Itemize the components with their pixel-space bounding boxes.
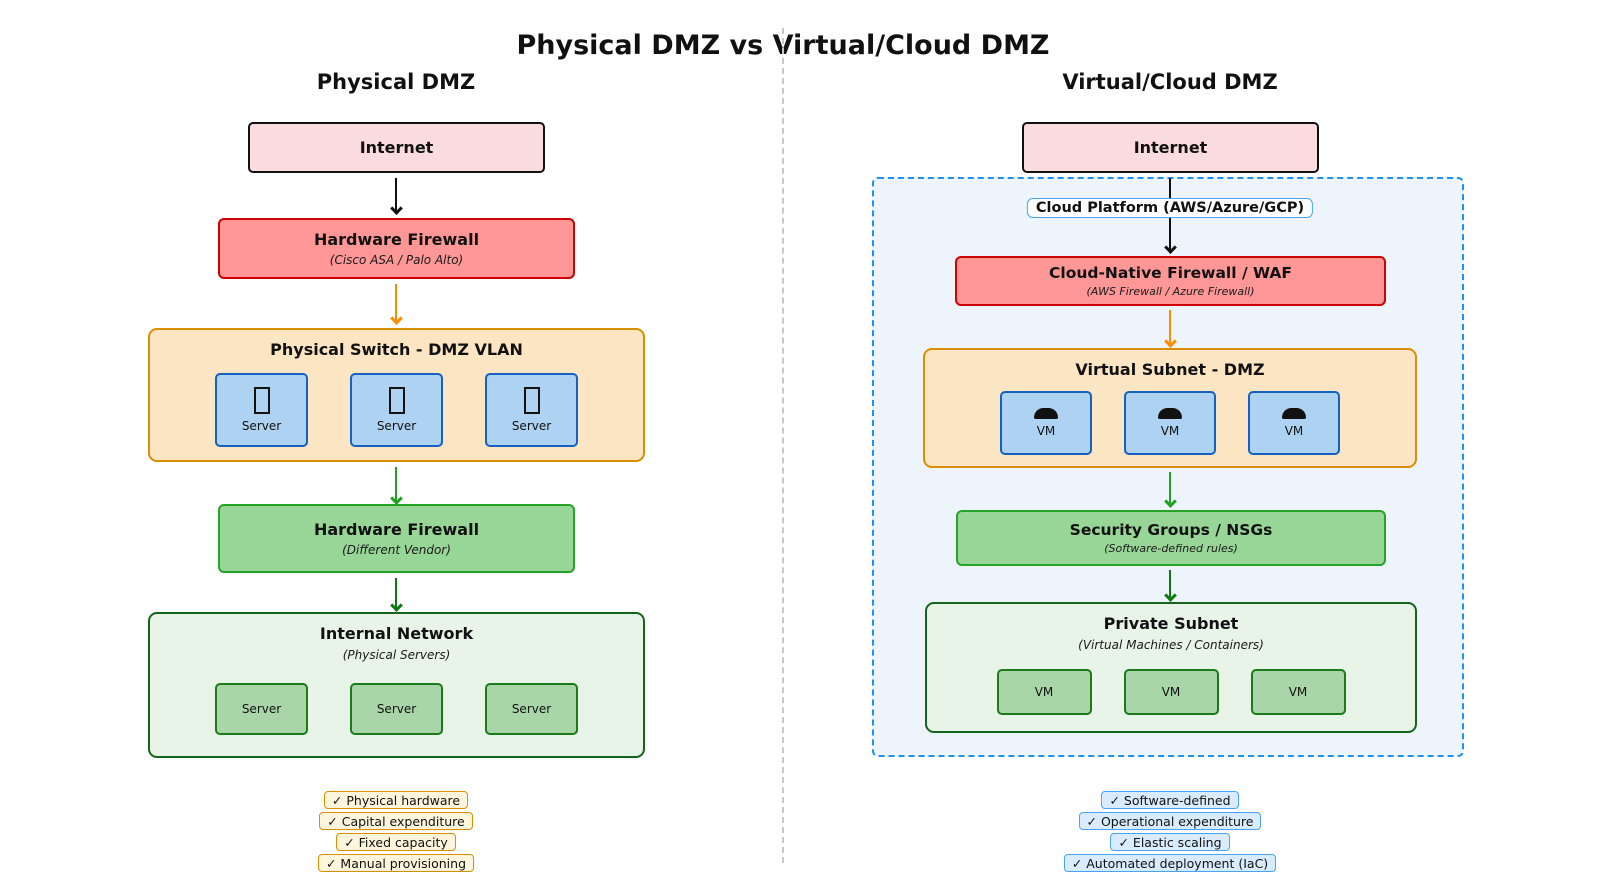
physical-dmz-badges: ✓ Physical hardware ✓ Capital expenditur… <box>246 791 546 872</box>
arrow-down-icon <box>389 492 403 505</box>
cloud-native-firewall-subtitle: (AWS Firewall / Azure Firewall) <box>1086 285 1255 298</box>
server-label: Server <box>511 702 552 716</box>
vm-label: VM <box>1036 423 1056 438</box>
cloud-icon <box>1034 407 1058 419</box>
physical-switch-box: Physical Switch - DMZ VLAN Server Server… <box>148 328 645 462</box>
server-label: Server <box>376 418 417 433</box>
dmz-server-card: Server <box>485 372 578 447</box>
badge-physical-hardware: ✓ Physical hardware <box>323 791 469 809</box>
internal-network-subtitle: (Physical Servers) <box>342 648 451 662</box>
arrow-down-icon <box>389 599 403 612</box>
virtual-subnet-title: Virtual Subnet - DMZ <box>1075 360 1265 379</box>
badge-elastic-scaling: ✓ Elastic scaling <box>1110 833 1230 851</box>
internal-server-card: Server <box>350 683 443 735</box>
column-divider <box>782 28 784 863</box>
arrow-nsg-to-private-subnet <box>1162 570 1178 602</box>
arrow-down-icon <box>1163 589 1177 602</box>
vm-label: VM <box>1160 423 1180 438</box>
security-groups-box: Security Groups / NSGs (Software-defined… <box>956 510 1386 566</box>
server-label: Server <box>241 702 282 716</box>
cloud-icon <box>1158 407 1182 419</box>
arrow-down-icon <box>1163 495 1177 508</box>
security-groups-title: Security Groups / NSGs <box>1069 521 1273 539</box>
arrow-shaft <box>1168 570 1172 601</box>
cloud-icon <box>1282 407 1306 419</box>
cloud-native-firewall-box: Cloud-Native Firewall / WAF (AWS Firewal… <box>955 256 1386 306</box>
private-vm-card: VM <box>1250 668 1346 715</box>
inner-hardware-firewall-title: Hardware Firewall <box>313 520 480 539</box>
cloud-internet-box: Internet <box>1022 122 1319 173</box>
private-subnet-box: Private Subnet (Virtual Machines / Conta… <box>925 602 1417 733</box>
arrow-shaft <box>394 284 398 324</box>
internal-server-card: Server <box>485 683 578 735</box>
arrow-down-icon <box>1163 335 1177 348</box>
arrow-down-icon <box>389 202 403 215</box>
server-label: Server <box>511 418 552 433</box>
arrow-shaft <box>394 467 398 504</box>
arrow-subnet-to-nsg <box>1162 472 1178 508</box>
physical-internet-box: Internet <box>248 122 545 173</box>
cloud-native-firewall-title: Cloud-Native Firewall / WAF <box>1049 264 1292 282</box>
badge-software-defined: ✓ Software-defined <box>1101 791 1239 809</box>
arrow-shaft <box>394 578 398 611</box>
arrow-down-icon <box>389 312 403 325</box>
server-icon <box>253 386 270 414</box>
arrow-hw-firewall-to-switch <box>388 284 404 325</box>
internal-server-card: Server <box>215 683 308 735</box>
vm-label: VM <box>1034 684 1054 699</box>
physical-internet-label: Internet <box>359 138 434 157</box>
arrow-switch-to-inner-firewall <box>388 467 404 505</box>
internal-network-title: Internal Network <box>319 624 474 643</box>
dmz-vm-card: VM <box>1248 390 1340 455</box>
security-groups-subtitle: (Software-defined rules) <box>1104 542 1238 555</box>
inner-hardware-firewall-box: Hardware Firewall (Different Vendor) <box>218 504 575 573</box>
cloud-platform-label: Cloud Platform (AWS/Azure/GCP) <box>1026 198 1314 218</box>
private-vm-card: VM <box>1123 668 1219 715</box>
physical-dmz-title: Physical DMZ <box>316 70 476 94</box>
cloud-internet-label: Internet <box>1133 138 1208 157</box>
badge-manual-provisioning: ✓ Manual provisioning <box>317 854 475 872</box>
vm-label: VM <box>1284 423 1304 438</box>
private-vm-card: VM <box>996 668 1092 715</box>
dmz-vm-card: VM <box>1000 390 1092 455</box>
dmz-server-card: Server <box>215 372 308 447</box>
badge-fixed-capacity: ✓ Fixed capacity <box>336 833 456 851</box>
server-icon <box>523 386 540 414</box>
arrow-shaft <box>394 178 398 214</box>
virtual-subnet-box: Virtual Subnet - DMZ VM VM VM <box>923 348 1417 468</box>
arrow-shaft <box>1168 310 1172 347</box>
badge-automated-deployment: ✓ Automated deployment (IaC) <box>1063 854 1277 872</box>
internal-network-box: Internal Network (Physical Servers) Serv… <box>148 612 645 758</box>
badge-capital-expenditure: ✓ Capital expenditure <box>319 812 473 830</box>
vm-label: VM <box>1161 684 1181 699</box>
arrow-internet-to-hw-firewall <box>388 178 404 215</box>
server-icon <box>388 386 405 414</box>
dmz-server-card: Server <box>350 372 443 447</box>
private-subnet-title: Private Subnet <box>1103 614 1239 633</box>
server-label: Server <box>376 702 417 716</box>
arrow-down-icon <box>1163 241 1177 254</box>
arrow-cloud-firewall-to-subnet <box>1162 310 1178 348</box>
server-label: Server <box>241 418 282 433</box>
private-subnet-subtitle: (Virtual Machines / Containers) <box>1078 638 1264 652</box>
arrow-inner-firewall-to-internal <box>388 578 404 612</box>
hardware-firewall-title: Hardware Firewall <box>313 230 480 249</box>
hardware-firewall-subtitle: (Cisco ASA / Palo Alto) <box>329 253 464 267</box>
virtual-cloud-dmz-title: Virtual/Cloud DMZ <box>1062 70 1278 94</box>
arrow-shaft <box>1168 472 1172 507</box>
vm-label: VM <box>1288 684 1308 699</box>
physical-switch-title: Physical Switch - DMZ VLAN <box>270 340 523 359</box>
cloud-dmz-badges: ✓ Software-defined ✓ Operational expendi… <box>1020 791 1320 872</box>
dmz-vm-card: VM <box>1124 390 1216 455</box>
inner-hardware-firewall-subtitle: (Different Vendor) <box>342 543 451 557</box>
hardware-firewall-box: Hardware Firewall (Cisco ASA / Palo Alto… <box>218 218 575 279</box>
badge-operational-expenditure: ✓ Operational expenditure <box>1078 812 1262 830</box>
